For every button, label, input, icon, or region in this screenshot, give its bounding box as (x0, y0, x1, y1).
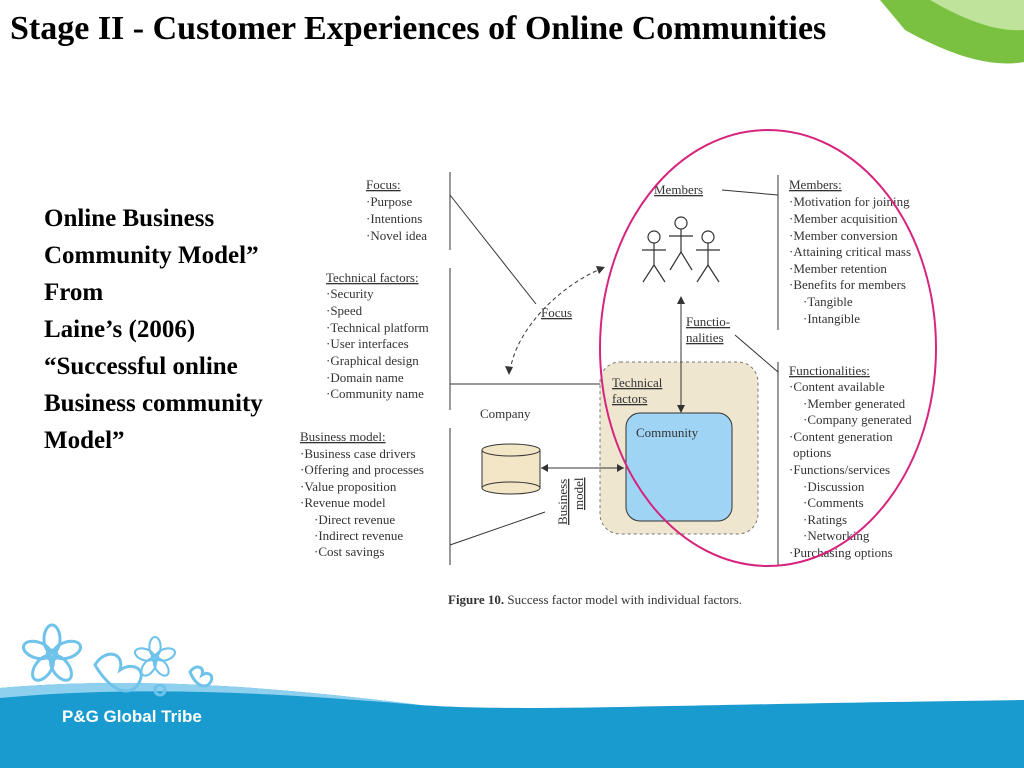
left-line: Community Model” (44, 242, 259, 269)
functionalities-item: ·Discussion (803, 479, 865, 494)
functionalities-item: ·Functions/services (789, 462, 890, 477)
members-item: ·Benefits for members (789, 277, 906, 292)
business-item: ·Indirect revenue (314, 528, 403, 543)
focus-item: ·Novel idea (366, 228, 427, 243)
technical-factors-label: Technical (612, 375, 663, 390)
members-item: ·Member retention (789, 261, 887, 276)
left-line: Model” (44, 427, 125, 454)
business-item: ·Cost savings (314, 544, 384, 559)
company-label: Company (480, 406, 531, 421)
members-heading: Members: (789, 177, 842, 192)
community-label: Community (636, 425, 699, 440)
members-item: ·Tangible (803, 294, 853, 309)
focus-heading: Focus: (366, 177, 401, 192)
left-line: Laine’s (2006) (44, 316, 196, 343)
functionalities-item: ·Networking (803, 528, 870, 543)
focus-item: ·Purpose (366, 194, 412, 209)
functionalities-item: ·Comments (803, 495, 864, 510)
technical-factors-label: factors (612, 391, 647, 406)
functionalities-item: ·Member generated (803, 396, 906, 411)
technical-item: ·Graphical design (326, 353, 419, 368)
community-box (625, 412, 733, 522)
flower-decoration (21, 623, 214, 697)
functionalities-connector (734, 334, 779, 373)
business-item: ·Value proposition (300, 479, 397, 494)
members-label: Members (654, 182, 703, 197)
members-item: ·Member acquisition (789, 211, 898, 226)
members-connector (721, 189, 779, 196)
slide-title: Stage II - Customer Experiences of Onlin… (10, 10, 827, 47)
functionalities-heading: Functionalities: (789, 363, 870, 378)
focus-label: Focus (541, 305, 572, 320)
left-description: Online Business Community Model” From La… (44, 200, 344, 459)
caption-text: Success factor model with individual fac… (504, 592, 742, 607)
footer-band-highlight (0, 683, 420, 705)
technical-item: ·Speed (326, 303, 363, 318)
figure-caption: Figure 10. Success factor model with ind… (448, 592, 742, 607)
functionalities-item: ·Content available (789, 379, 885, 394)
technical-item: ·Domain name (326, 370, 404, 385)
left-line: Online Business (44, 205, 215, 232)
technical-heading: Technical factors: (326, 270, 419, 285)
functionalities-item: ·Company generated (803, 412, 912, 427)
members-item: ·Member conversion (789, 228, 898, 243)
left-line: “Successful online (44, 353, 238, 380)
left-line: Business community (44, 390, 263, 417)
technical-item: ·Security (326, 286, 374, 301)
focus-connector (449, 194, 537, 305)
company-database-icon (481, 443, 541, 495)
top-right-light-swoosh (930, 0, 1024, 31)
footer-band (0, 683, 1024, 768)
functionalities-item: options (793, 445, 831, 460)
functionalities-label: nalities (686, 330, 724, 345)
focus-curved-arrow (509, 267, 604, 373)
functionalities-item: ·Purchasing options (789, 545, 893, 560)
functionalities-item: ·Ratings (803, 512, 847, 527)
business-heading: Business model: (300, 429, 386, 444)
technical-item: ·Technical platform (326, 320, 429, 335)
business-model-label: model (571, 477, 586, 510)
members-item: ·Motivation for joining (789, 194, 910, 209)
business-connector (449, 511, 546, 546)
business-item: ·Business case drivers (300, 446, 416, 461)
business-item: ·Direct revenue (314, 512, 395, 527)
members-item: ·Intangible (803, 311, 860, 326)
functionalities-label: Functio- (686, 314, 730, 329)
functionalities-item: ·Content generation (789, 429, 893, 444)
caption-bold: Figure 10. (448, 592, 504, 607)
focus-item: ·Intentions (366, 211, 422, 226)
technical-item: ·User interfaces (326, 336, 409, 351)
business-model-label: Business (555, 479, 570, 525)
highlight-ellipse (599, 129, 937, 567)
members-people-icon (642, 216, 720, 283)
technical-item: ·Community name (326, 386, 424, 401)
members-item: ·Attaining critical mass (789, 244, 911, 259)
business-item: ·Offering and processes (300, 462, 424, 477)
business-item: ·Revenue model (300, 495, 386, 510)
left-line: From (44, 279, 104, 306)
footer-brand: P&G Global Tribe (62, 707, 202, 726)
